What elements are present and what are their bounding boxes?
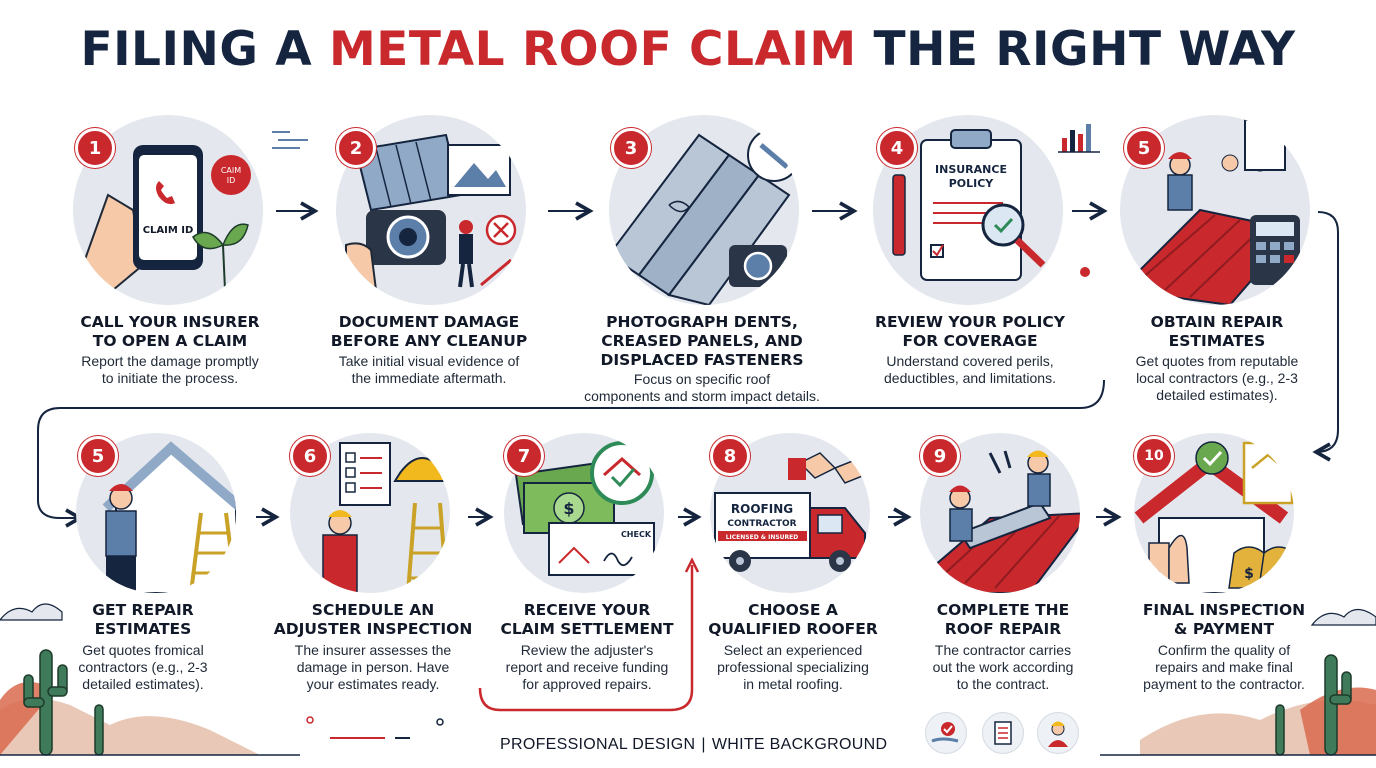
svg-text:CONTRACTOR: CONTRACTOR <box>727 519 796 529</box>
worker-avatar-icon <box>1037 712 1079 754</box>
step-5-top-badge: 5 <box>1124 128 1164 168</box>
dented-panel-icon <box>609 115 799 305</box>
phone-claim-icon: CLAIM ID CAIM ID <box>73 115 263 305</box>
step-4: INSURANCE POLICY 4 REVIEW YOUR POLICY FO… <box>835 110 1105 400</box>
step-5-top-title: OBTAIN REPAIR ESTIMATES <box>1150 313 1284 350</box>
step-3-title: PHOTOGRAPH DENTS, CREASED PANELS, AND DI… <box>600 313 804 369</box>
svg-text:ID: ID <box>227 176 236 185</box>
step-b1: 5 GET REPAIR ESTIMATES Get quotes fromic… <box>38 428 248 698</box>
step-4-badge: 4 <box>877 128 917 168</box>
footer-note: PROFESSIONAL DESIGN | WHITE BACKGROUND <box>500 736 887 754</box>
step-b3-title: RECEIVE YOUR CLAIM SETTLEMENT <box>500 601 674 638</box>
step-b3: $ CHECK 7 RECEIVE YOUR CLAIM SETTLEMENT … <box>482 428 692 698</box>
footer-left: PROFESSIONAL DESIGN <box>500 736 696 753</box>
svg-text:CHECK: CHECK <box>621 530 652 539</box>
step-2-title: DOCUMENT DAMAGE BEFORE ANY CLEANUP <box>330 313 528 350</box>
step-3: 3 PHOTOGRAPH DENTS, CREASED PANELS, AND … <box>567 110 837 404</box>
step-3-badge: 3 <box>611 128 651 168</box>
svg-text:INSURANCE: INSURANCE <box>935 163 1007 176</box>
svg-text:POLICY: POLICY <box>949 177 995 190</box>
clipboard-icon <box>982 712 1024 754</box>
phone-label: CLAIM ID <box>143 225 194 236</box>
step-4-title: REVIEW YOUR POLICY FOR COVERAGE <box>875 313 1065 350</box>
svg-text:$: $ <box>1244 566 1254 582</box>
step-1: CLAIM ID CAIM ID 1 CALL YOUR INSURER TO … <box>35 110 305 400</box>
page-title: FILING A METAL ROOF CLAIM THE RIGHT WAY <box>0 22 1376 77</box>
roofing-truck-icon: ROOFING CONTRACTOR LICENSED & INSURED <box>710 433 870 593</box>
step-b5-badge: 9 <box>920 436 960 476</box>
svg-text:ROOFING: ROOFING <box>731 502 793 516</box>
step-b4-title: CHOOSE A QUALIFIED ROOFER <box>708 601 878 638</box>
footer-separator: | <box>701 736 706 753</box>
svg-text:$: $ <box>563 499 574 518</box>
final-payment-icon: $ $ <box>1134 433 1294 593</box>
step-b4: ROOFING CONTRACTOR LICENSED & INSURED 8 … <box>688 428 898 698</box>
step-1-badge: 1 <box>75 128 115 168</box>
insurance-policy-icon: INSURANCE POLICY <box>873 115 1063 305</box>
step-2-desc: Take initial visual evidence of the imme… <box>338 353 520 386</box>
step-b2-title: SCHEDULE AN ADJUSTER INSPECTION <box>273 601 473 638</box>
svg-text:LICENSED & INSURED: LICENSED & INSURED <box>726 534 799 541</box>
step-b2-badge: 6 <box>290 436 330 476</box>
step-b4-badge: 8 <box>710 436 750 476</box>
step-b6-badge: 10 <box>1134 436 1174 476</box>
step-b3-desc: Review the adjuster's report and receive… <box>505 642 669 692</box>
step-b1-title: GET REPAIR ESTIMATES <box>92 601 194 638</box>
step-b2-desc: The insurer assesses the damage in perso… <box>294 642 452 692</box>
step-1-desc: Report the damage promptly to initiate t… <box>81 353 259 386</box>
step-b6-desc: Confirm the quality of repairs and make … <box>1143 642 1305 692</box>
step-5-top: 5 OBTAIN REPAIR ESTIMATES Get quotes fro… <box>1082 110 1352 403</box>
title-accent: METAL ROOF CLAIM <box>329 22 857 77</box>
step-b4-desc: Select an experienced professional speci… <box>717 642 869 692</box>
svg-text:$: $ <box>1274 566 1284 582</box>
step-b5-desc: The contractor carries out the work acco… <box>932 642 1074 692</box>
title-part-2: THE RIGHT WAY <box>856 22 1296 77</box>
hand-check-icon <box>925 712 967 754</box>
title-part-1: FILING A <box>80 22 330 77</box>
footer-right: WHITE BACKGROUND <box>711 736 888 753</box>
step-2: 2 DOCUMENT DAMAGE BEFORE ANY CLEANUP Tak… <box>294 110 564 400</box>
step-b2: 6 SCHEDULE AN ADJUSTER INSPECTION The in… <box>268 428 478 698</box>
step-b5: 9 COMPLETE THE ROOF REPAIR The contracto… <box>898 428 1108 698</box>
step-b6: $ $ 10 FINAL INSPECTION & PAYMENT Confir… <box>1112 428 1336 698</box>
step-b6-title: FINAL INSPECTION & PAYMENT <box>1142 601 1306 638</box>
svg-text:CAIM: CAIM <box>221 166 241 175</box>
step-5-top-desc: Get quotes from reputable local contract… <box>1135 353 1299 403</box>
step-b5-title: COMPLETE THE ROOF REPAIR <box>936 601 1070 638</box>
step-1-title: CALL YOUR INSURER TO OPEN A CLAIM <box>80 313 260 350</box>
step-4-desc: Understand covered perils, deductibles, … <box>884 353 1056 386</box>
step-2-badge: 2 <box>336 128 376 168</box>
camera-icon <box>336 115 526 305</box>
step-b1-badge: 5 <box>78 436 118 476</box>
step-3-desc: Focus on specific roof components and st… <box>584 371 820 404</box>
step-b3-badge: 7 <box>504 436 544 476</box>
step-b1-desc: Get quotes fromical contractors (e.g., 2… <box>78 642 208 692</box>
